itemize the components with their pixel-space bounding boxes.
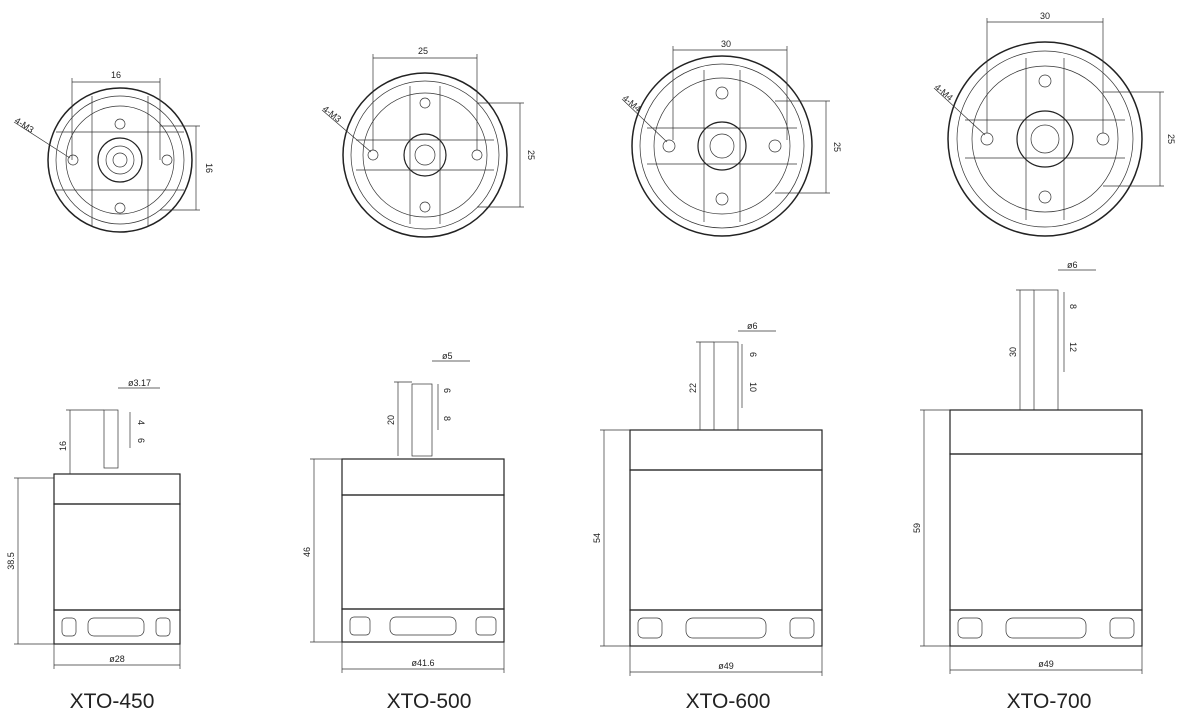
- dim-shaft-diameter: ø5: [442, 351, 453, 361]
- side-view-xto-450: 16 ø3.17 4 6 38.5 ø28: [6, 378, 181, 669]
- dim-spacing-width: 30: [721, 39, 731, 49]
- dim-flat-b: 6: [136, 438, 146, 443]
- mount-thread-label: 4-M4: [933, 82, 955, 103]
- motor-xto-500: 25 25 4-M3 20 ø5 6 8 4: [302, 46, 536, 713]
- dim-spacing-width: 16: [111, 70, 121, 80]
- dim-flat-b: 12: [1068, 342, 1078, 352]
- side-view-xto-600: 22 ø6 6 10 54 ø49: [592, 321, 823, 676]
- dim-spacing-height: 25: [1166, 134, 1176, 144]
- model-label-xto-450: XTO-450: [70, 690, 155, 713]
- dim-spacing-height: 16: [204, 163, 214, 173]
- dim-shaft-diameter: ø6: [1067, 260, 1078, 270]
- dim-spacing-height: 25: [526, 150, 536, 160]
- motor-xto-600: 30 25 4-M4 22 ø6 6 10: [592, 39, 842, 713]
- dim-shaft-diameter: ø3.17: [128, 378, 151, 388]
- dim-shaft-length: 16: [58, 441, 68, 451]
- dim-body-height: 38.5: [6, 552, 16, 570]
- model-label-xto-600: XTO-600: [686, 690, 771, 713]
- dim-shaft-length: 22: [688, 383, 698, 393]
- dim-flat-a: 6: [748, 352, 758, 357]
- side-view-xto-700: 30 ø6 8 12 59 ø49: [912, 260, 1143, 674]
- dim-flat-b: 10: [748, 382, 758, 392]
- dim-spacing-height: 25: [832, 142, 842, 152]
- dim-body-diameter: ø41.6: [411, 658, 434, 668]
- model-label-xto-700: XTO-700: [1007, 690, 1092, 713]
- motor-xto-450: 16 16 4-M3 16 ø3.17 4 6: [6, 70, 214, 713]
- dim-body-diameter: ø49: [1038, 659, 1054, 669]
- top-view-xto-450: 16 16 4-M3: [13, 70, 214, 233]
- dim-body-height: 46: [302, 547, 312, 557]
- dim-shaft-length: 20: [386, 415, 396, 425]
- dim-shaft-diameter: ø6: [747, 321, 758, 331]
- dim-flat-a: 8: [1068, 304, 1078, 309]
- mount-thread-label: 4-M3: [13, 115, 36, 135]
- dim-body-diameter: ø28: [109, 654, 125, 664]
- dim-spacing-width: 30: [1040, 11, 1050, 21]
- top-view-xto-500: 25 25 4-M3: [321, 46, 536, 238]
- dim-flat-a: 6: [442, 388, 452, 393]
- dim-flat-b: 8: [442, 416, 452, 421]
- top-view-xto-600: 30 25 4-M4: [621, 39, 842, 237]
- motor-xto-700: 30 25 4-M4 30 ø6 8 12: [912, 11, 1176, 713]
- dim-shaft-length: 30: [1008, 347, 1018, 357]
- dim-flat-a: 4: [136, 420, 146, 425]
- mount-thread-label: 4-M3: [321, 104, 343, 125]
- dim-body-diameter: ø49: [718, 661, 734, 671]
- side-view-xto-500: 20 ø5 6 8 46 ø41.6: [302, 351, 505, 673]
- dim-spacing-width: 25: [418, 46, 428, 56]
- top-view-xto-700: 30 25 4-M4: [933, 11, 1176, 237]
- model-label-xto-500: XTO-500: [387, 690, 472, 713]
- dim-body-height: 59: [912, 523, 922, 533]
- dim-body-height: 54: [592, 533, 602, 543]
